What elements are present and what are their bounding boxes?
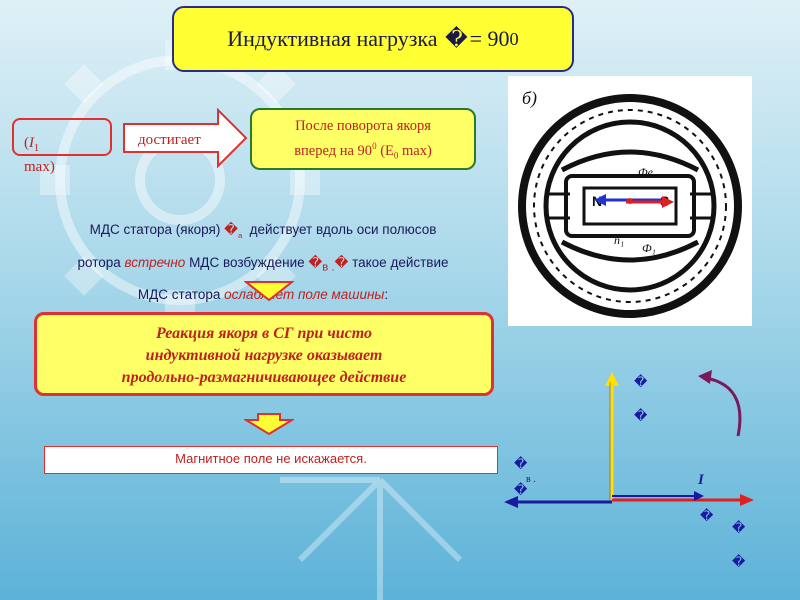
- current-max-box: [12, 118, 112, 156]
- machine-cross-section-image: б) N S Фe Ф₁ n₁: [508, 76, 752, 326]
- field-not-distorted: Магнитное поле не искажается.: [44, 446, 498, 474]
- reaches-label: достигает: [138, 132, 201, 148]
- flux-f1-label: Ф₁: [642, 241, 656, 255]
- vector-label-fv-sub: в .: [526, 474, 536, 485]
- vector-label-br3: �: [732, 554, 746, 569]
- armature-reaction-box: Реакция якоря в СГ при чисто индуктивной…: [34, 312, 494, 396]
- down-arrow-1: [244, 281, 294, 302]
- title-symbol: �: [445, 26, 468, 51]
- title-text: Индуктивная нагрузка: [227, 26, 438, 51]
- vector-label-br2: �: [732, 520, 746, 535]
- flux-fe-label: Фe: [638, 165, 654, 179]
- speed-n1-label: n₁: [614, 233, 624, 247]
- rotation-box: После поворота якоря вперед на 900 (E0 m…: [250, 108, 476, 170]
- current-max-label: (I1 max): [24, 135, 55, 175]
- title-sup: 0: [509, 28, 519, 49]
- diagram-label-b: б): [522, 88, 537, 109]
- vector-label-top: �: [634, 374, 648, 389]
- current-label-i: I: [697, 472, 705, 488]
- rotation-arc: [705, 376, 742, 437]
- right-arrow-shape: [123, 108, 248, 168]
- phasor-vector-diagram: � � � в . � I � � �: [504, 370, 754, 569]
- title-equation: = 90: [469, 26, 510, 51]
- down-arrow-2: [244, 413, 294, 436]
- machine-diagram: б) N S Фe Ф₁ n₁: [518, 88, 742, 318]
- vector-label-fv: �: [514, 456, 528, 471]
- rotation-line1: После поворота якоря: [295, 118, 431, 134]
- vector-label-fv2: �: [514, 482, 528, 497]
- vector-label-br1: �: [700, 508, 714, 523]
- vector-label-top2: �: [634, 408, 648, 423]
